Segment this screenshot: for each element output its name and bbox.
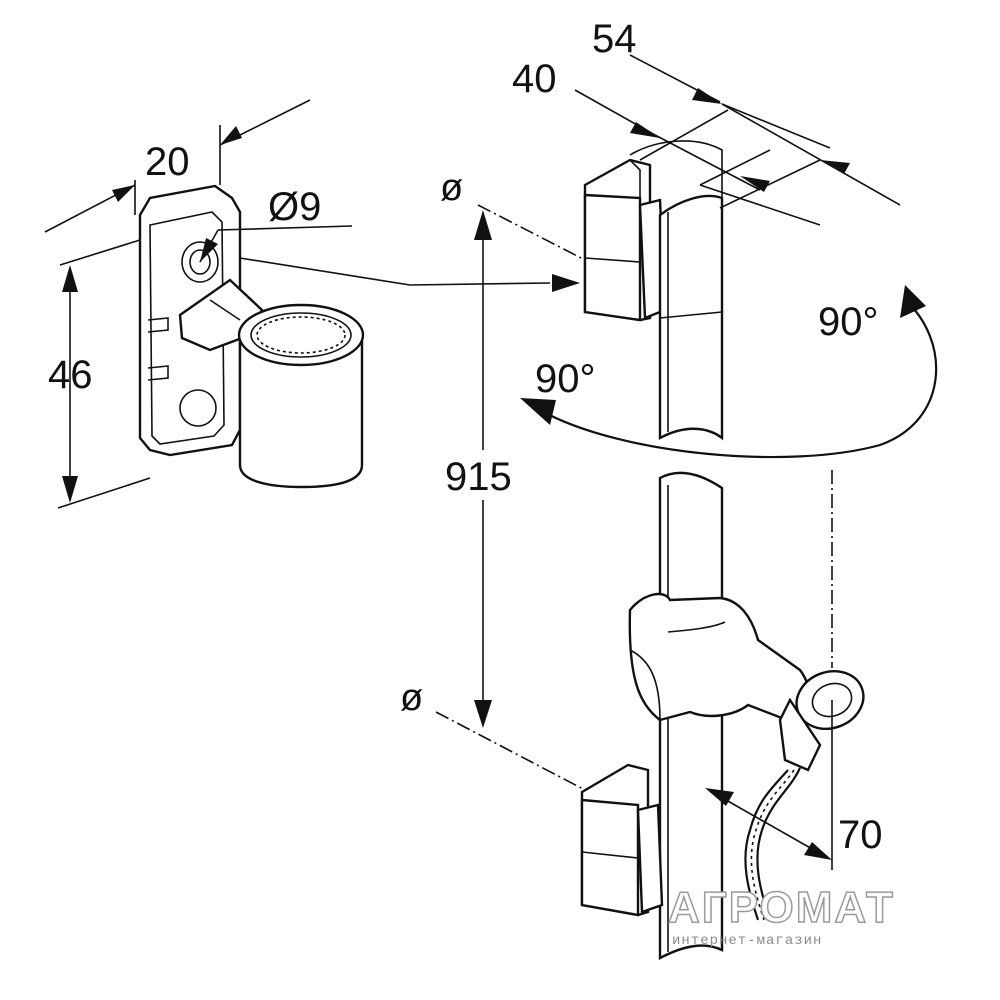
rail-upper [629, 140, 724, 441]
dim-label-rotation-right: 90° [818, 300, 879, 344]
mount-connection-arrow [239, 257, 580, 292]
dim-label-diameter-9: Ø9 [268, 185, 321, 229]
watermark: АГРОМАТ интернет-магазин [667, 882, 895, 949]
bracket-cup [238, 333, 364, 489]
svg-text:ø: ø [400, 677, 423, 719]
screw-hole-bottom [179, 389, 217, 427]
slider-holder [628, 592, 865, 772]
dimension-46: 46 [48, 239, 151, 509]
svg-text:ø: ø [440, 167, 463, 209]
dimension-diameter-9: Ø9 [199, 185, 353, 263]
dim-label-70: 70 [838, 813, 883, 857]
rotation-arc: 90° 90° [520, 285, 938, 459]
screw-hole-top [181, 241, 219, 283]
mount-axis-bottom: ø [400, 677, 586, 791]
shower-hose [744, 767, 802, 921]
upper-wall-holder [583, 158, 667, 322]
mount-axis-top: ø [440, 167, 586, 261]
dim-label-46: 46 [48, 353, 93, 397]
dim-label-40: 40 [512, 57, 557, 101]
dimension-915: 915 [440, 210, 530, 728]
dimension-20: 20 [44, 99, 311, 233]
dimension-40: 40 [512, 57, 821, 226]
dimension-54: 54 [592, 17, 901, 209]
lower-wall-holder [580, 763, 664, 917]
dim-label-rotation-left: 90° [535, 357, 596, 401]
dimension-70: 70 [705, 700, 883, 870]
wall-bracket-detail [138, 184, 365, 489]
dim-label-915: 915 [445, 455, 512, 499]
dim-label-54: 54 [592, 17, 637, 61]
watermark-brand: АГРОМАТ [668, 883, 895, 932]
dim-label-20: 20 [145, 140, 190, 184]
watermark-subtitle: интернет-магазин [672, 933, 822, 949]
